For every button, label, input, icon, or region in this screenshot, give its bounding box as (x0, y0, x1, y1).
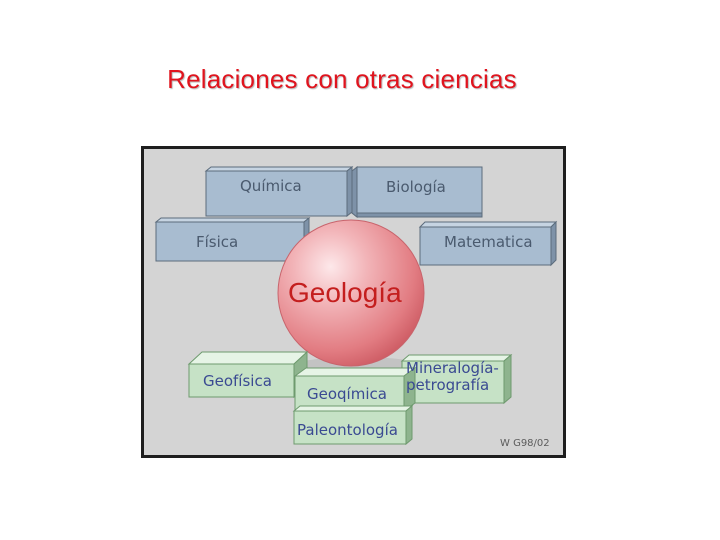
biologia-box (350, 165, 483, 219)
geology-relations-diagram: Química Biología Física Matematica Geolo… (141, 146, 566, 458)
petrografia-label: petrografía (406, 376, 490, 394)
slide-title: Relaciones con otras ciencias (167, 64, 517, 94)
paleontologia-label: Paleontología (297, 421, 398, 439)
geologia-sphere (277, 219, 425, 367)
mineralogia-petrografia-box (400, 353, 513, 405)
diagram-graphics (154, 165, 558, 446)
biologia-label: Biología (386, 178, 446, 196)
geoquimica-box (293, 367, 417, 412)
figure-code: W G98/02 (500, 438, 550, 449)
geoquimica-label: Geoqímica (307, 385, 387, 403)
matematica-box (418, 220, 558, 267)
paleontologia-box (292, 404, 414, 446)
fisica-label: Física (196, 233, 239, 251)
matematica-label: Matematica (444, 233, 533, 251)
quimica-box (204, 165, 354, 218)
quimica-label: Química (240, 177, 302, 195)
geofisica-label: Geofísica (203, 372, 272, 390)
mineralogia-label: Mineralogía- (406, 359, 499, 377)
geologia-label: Geología (288, 277, 402, 308)
